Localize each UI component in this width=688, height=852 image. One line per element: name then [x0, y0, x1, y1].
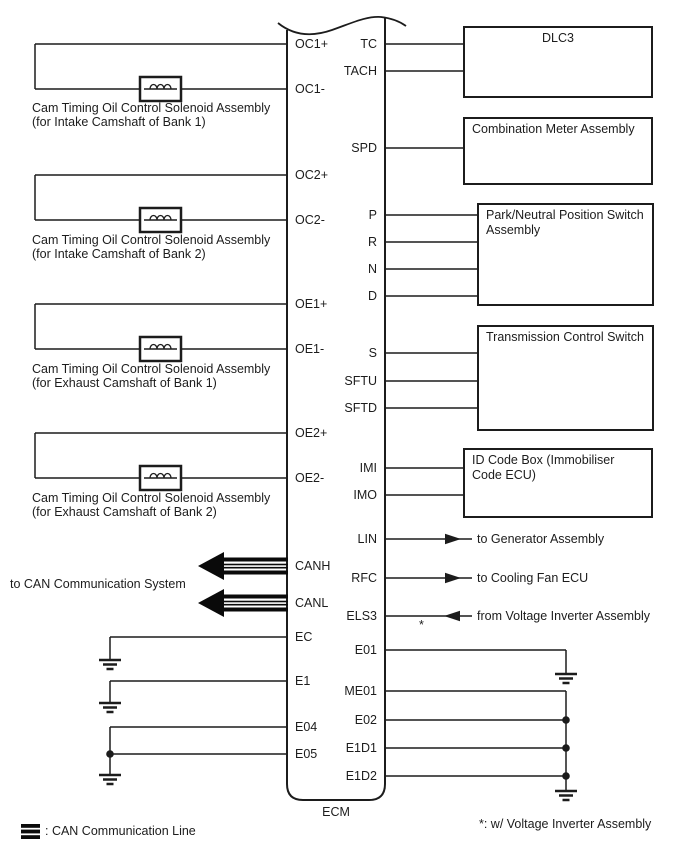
arrow-left-els3-icon: [444, 610, 460, 622]
component-label: Park/Neutral Position Switch Assembly: [486, 208, 644, 237]
component-box-park-neutral-switch: Park/Neutral Position Switch Assembly: [477, 203, 654, 306]
ecm-pin-rfc: RFC: [351, 571, 377, 585]
ecm-pin-sftd: SFTD: [344, 401, 377, 415]
coil-symbol-1: [138, 75, 183, 103]
ecm-pin-ec: EC: [295, 630, 313, 644]
caption-line2: (for Intake Camshaft of Bank 2): [32, 246, 206, 261]
component-label: Combination Meter Assembly: [472, 122, 635, 136]
solenoid-caption-4: Cam Timing Oil Control Solenoid Assembly…: [32, 491, 271, 519]
component-box-transmission-control-switch: Transmission Control Switch: [477, 325, 654, 431]
wire-e1: [109, 680, 287, 703]
arrow-right-rfc-icon: [445, 572, 461, 584]
caption-line1: Cam Timing Oil Control Solenoid Assembly: [32, 491, 271, 505]
ecm-body-outline: [286, 17, 386, 801]
solenoid-caption-1: Cam Timing Oil Control Solenoid Assembly…: [32, 101, 271, 129]
component-label: Transmission Control Switch: [486, 330, 644, 344]
ecm-pin-oc1-plus: OC1+: [295, 37, 329, 51]
ground-me01-icon: [555, 789, 577, 802]
ecm-pin-e04: E04: [295, 720, 318, 734]
ground-e1-icon: [99, 701, 121, 714]
coil-symbol-4: [138, 464, 183, 492]
ecm-pin-e02: E02: [354, 713, 377, 727]
ecm-torn-top-edge: [277, 16, 407, 36]
ground-ec-icon: [99, 658, 121, 671]
ecm-pin-d: D: [367, 289, 377, 303]
wire-e01: [386, 649, 567, 674]
voltage-inverter-label: from Voltage Inverter Assembly: [477, 609, 650, 623]
ecm-pin-s: S: [368, 346, 377, 360]
component-box-dlc3: DLC3: [463, 26, 653, 98]
solenoid-caption-2: Cam Timing Oil Control Solenoid Assembly…: [32, 233, 271, 261]
solenoid-caption-3: Cam Timing Oil Control Solenoid Assembly…: [32, 362, 271, 390]
ecm-pin-e1: E1: [295, 674, 311, 688]
ecm-pin-e05: E05: [295, 747, 318, 761]
junction-dots: [106, 716, 570, 780]
component-box-id-code-box: ID Code Box (Immobiliser Code ECU): [463, 448, 653, 518]
ground-e05-icon: [99, 773, 121, 786]
coil-symbol-3: [138, 335, 183, 363]
ecm-pin-e1d2: E1D2: [345, 769, 377, 783]
caption-line1: Cam Timing Oil Control Solenoid Assembly: [32, 101, 271, 115]
ecm-pin-oe1-minus: OE1-: [295, 342, 325, 356]
ecm-pin-spd: SPD: [351, 141, 377, 155]
ecm-pin-oc2-minus: OC2-: [295, 213, 325, 227]
ecm-pin-canh: CANH: [295, 559, 331, 573]
ecm-pin-e01: E01: [354, 643, 377, 657]
ground-e01-icon: [555, 672, 577, 685]
caption-line1: Cam Timing Oil Control Solenoid Assembly: [32, 362, 271, 376]
can-bus-arrow-canh: [198, 552, 288, 580]
caption-line2: (for Exhaust Camshaft of Bank 1): [32, 375, 217, 390]
ecm-title: ECM: [322, 805, 350, 819]
generator-label: to Generator Assembly: [477, 532, 605, 546]
ground-symbols: [99, 658, 577, 802]
component-label: ID Code Box (Immobiliser Code ECU): [472, 453, 615, 482]
can-bus-arrow-canl: [198, 589, 288, 617]
wire-e04: [109, 726, 287, 754]
ecm-pin-e1d1: E1D1: [345, 741, 377, 755]
wire-e05: [109, 753, 287, 775]
ecm-pin-me01: ME01: [344, 684, 377, 698]
coil-symbol-2: [138, 206, 183, 234]
asterisk-mark: *: [419, 618, 424, 632]
ecm-pin-tach: TACH: [343, 64, 377, 78]
ecm-pin-oc1-minus: OC1-: [295, 82, 325, 96]
legend-label: : CAN Communication Line: [45, 824, 196, 838]
can-system-label: to CAN Communication System: [10, 577, 186, 591]
ecm-pin-oe2-plus: OE2+: [295, 426, 328, 440]
component-label: DLC3: [542, 31, 574, 45]
can-line-legend-icon: [21, 824, 40, 839]
ecm-pin-p: P: [368, 208, 377, 222]
wire-ec: [109, 636, 287, 660]
ecm-pin-oe2-minus: OE2-: [295, 471, 325, 485]
footnote-label: *: w/ Voltage Inverter Assembly: [479, 817, 652, 831]
ecm-pin-n: N: [367, 262, 377, 276]
ecm-pin-oc2-plus: OC2+: [295, 168, 329, 182]
ecm-pin-r: R: [367, 235, 377, 249]
ecm-pin-canl: CANL: [295, 596, 329, 610]
ecm-pin-imi: IMI: [359, 461, 377, 475]
ecm-pin-tc: TC: [360, 37, 377, 51]
ecm-pin-imo: IMO: [353, 488, 377, 502]
arrow-right-lin-icon: [445, 533, 461, 545]
component-box-combination-meter: Combination Meter Assembly: [463, 117, 653, 185]
ecm-pin-els3: ELS3: [346, 609, 377, 623]
ecm-pin-lin: LIN: [357, 532, 377, 546]
caption-line2: (for Intake Camshaft of Bank 1): [32, 114, 206, 129]
caption-line2: (for Exhaust Camshaft of Bank 2): [32, 504, 217, 519]
cooling-fan-label: to Cooling Fan ECU: [477, 571, 589, 585]
ecm-pin-oe1-plus: OE1+: [295, 297, 328, 311]
ecm-pin-sftu: SFTU: [344, 374, 377, 388]
caption-line1: Cam Timing Oil Control Solenoid Assembly: [32, 233, 271, 247]
